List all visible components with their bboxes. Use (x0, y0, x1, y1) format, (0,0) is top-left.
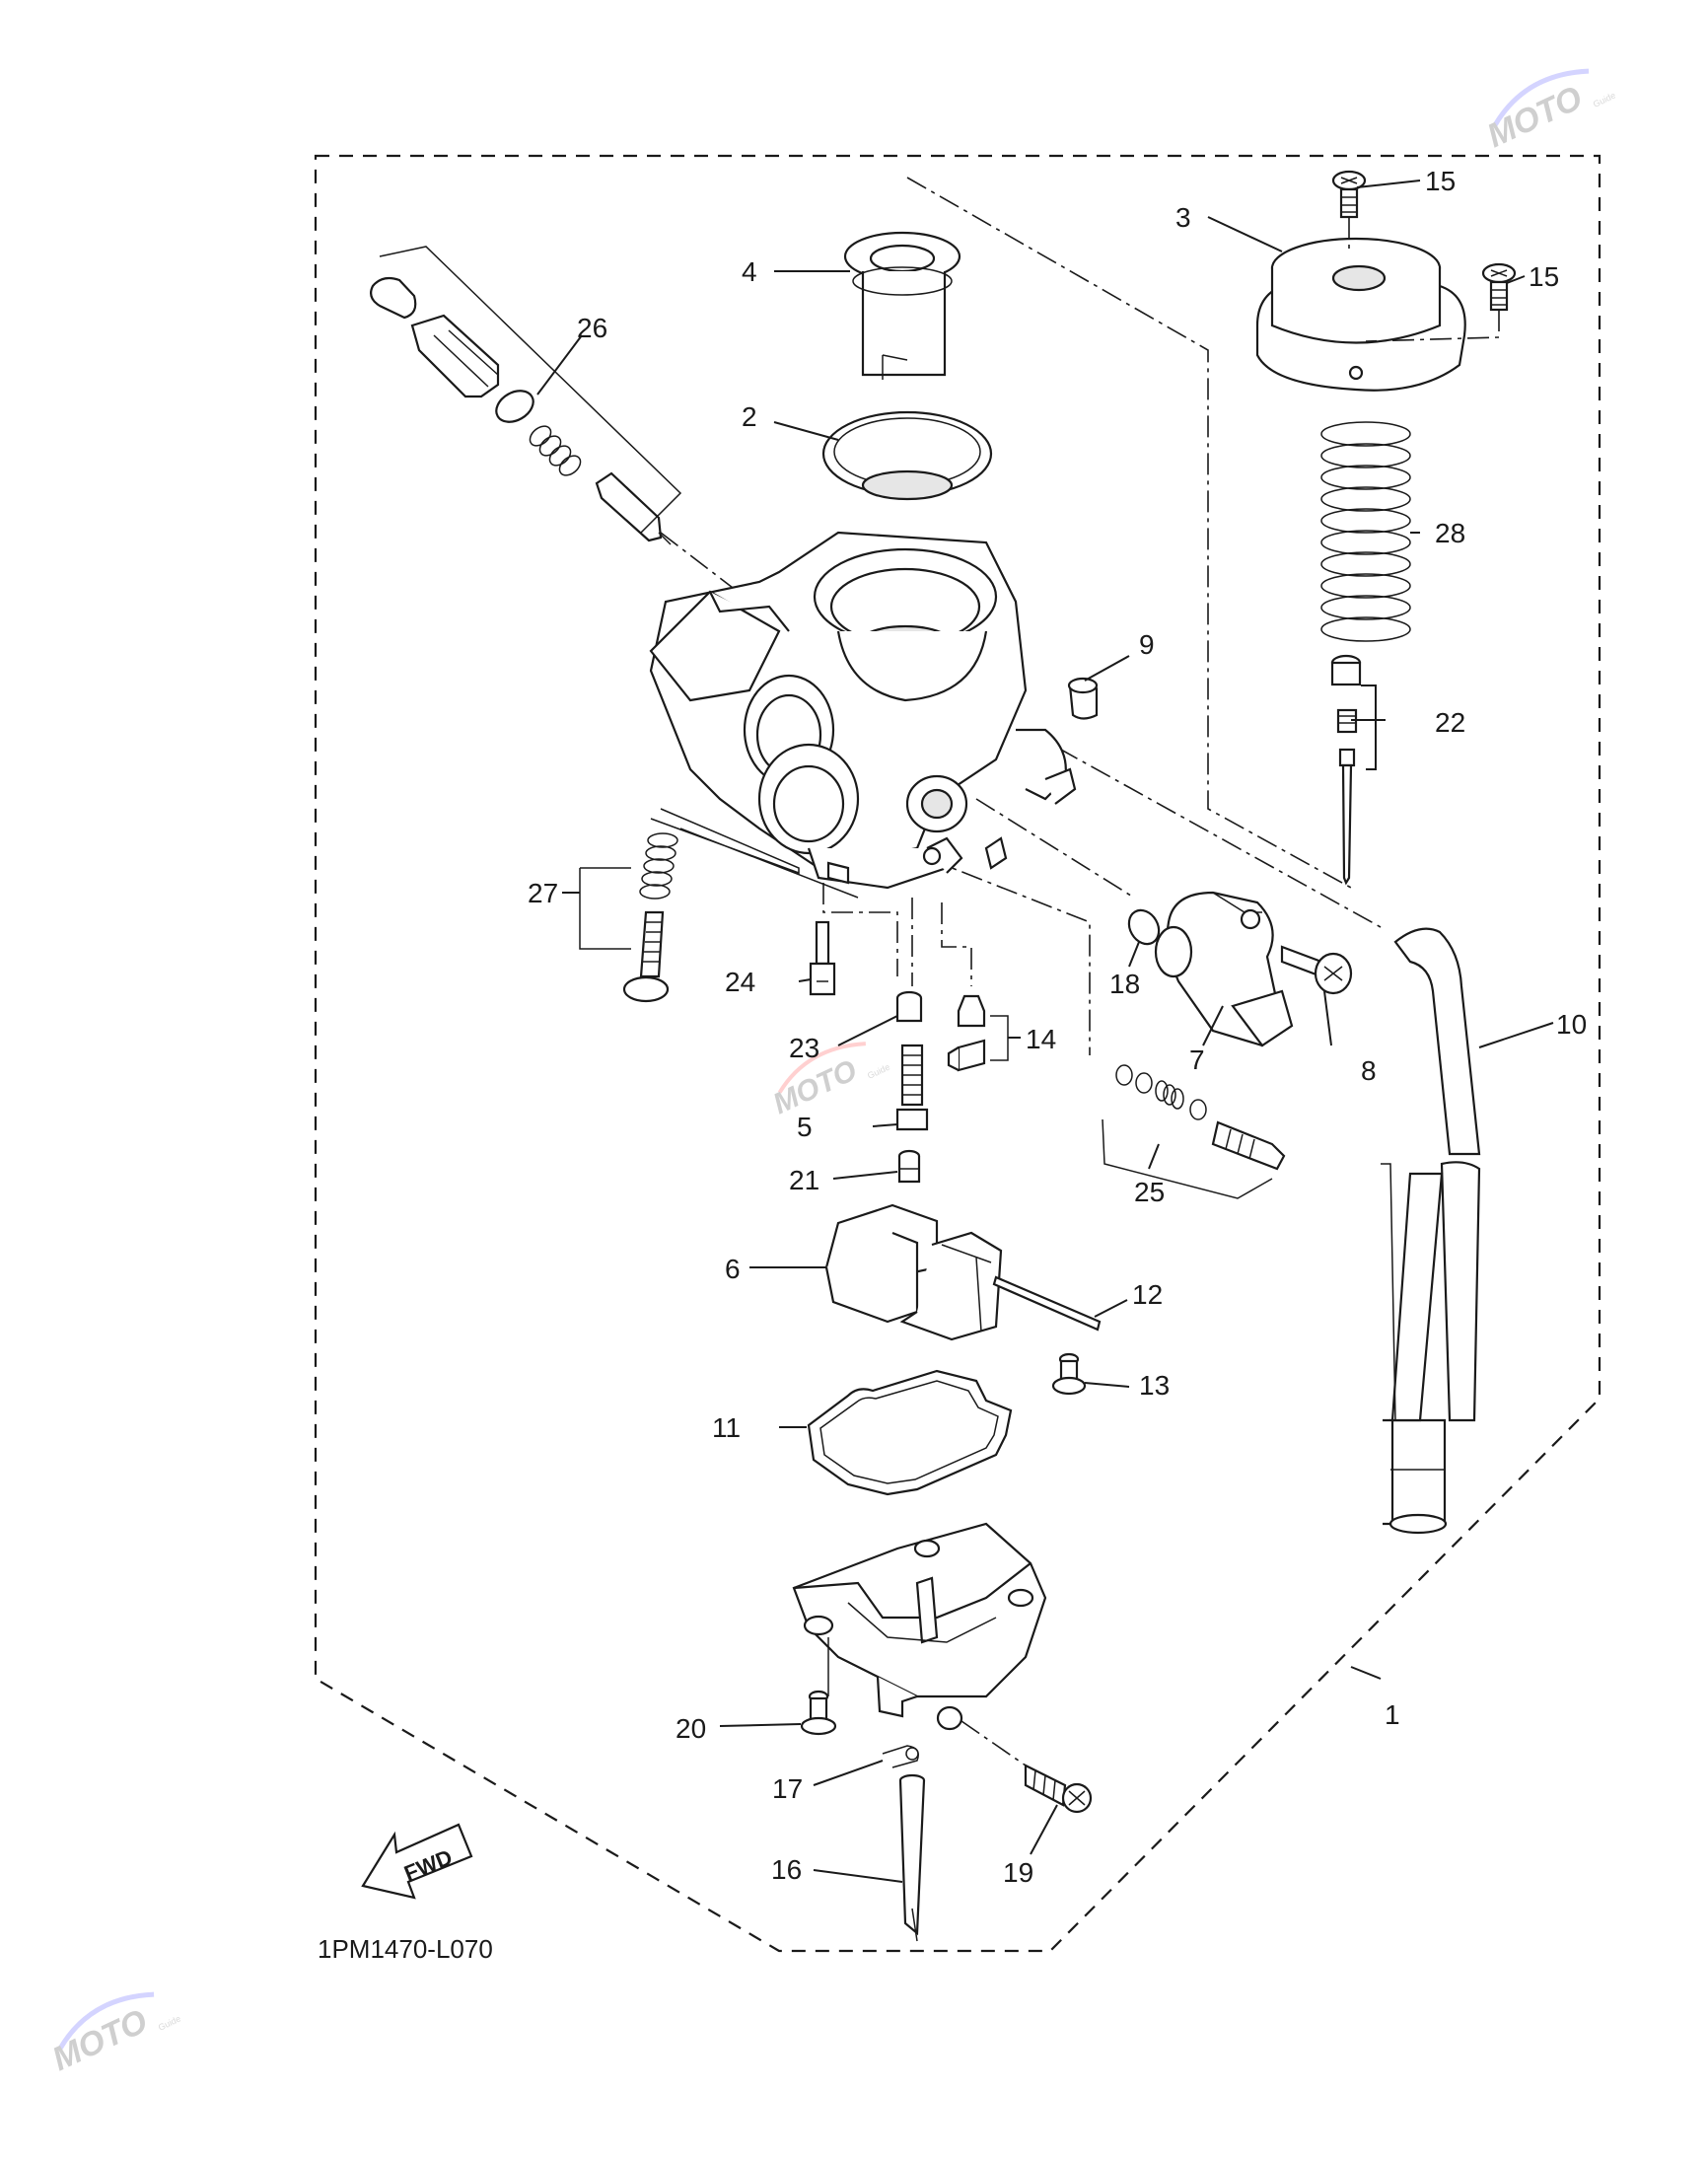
label-part-21: 21 (789, 1165, 819, 1195)
watermark-logo-top: MOTO Guide (1481, 68, 1617, 155)
alignment-line-24 (822, 883, 898, 976)
label-part-28: 28 (1435, 518, 1465, 548)
svg-text:MOTO: MOTO (768, 1054, 862, 1121)
carburetor-body (649, 531, 1077, 890)
label-part-1: 1 (1385, 1699, 1400, 1730)
svg-text:Guide: Guide (866, 1062, 891, 1081)
jet-needle-set (1330, 654, 1362, 886)
cap (1067, 677, 1099, 720)
starter-plunger-set (370, 246, 682, 545)
piston-valve (843, 231, 961, 380)
leader-lines (536, 180, 1554, 1883)
drain-hose (1381, 927, 1481, 1535)
svg-text:Guide: Guide (157, 2014, 182, 2033)
diaphragm (821, 410, 993, 501)
label-part-10: 10 (1556, 1009, 1587, 1040)
part-labels: 1 2 3 4 5 6 7 8 9 10 11 12 13 14 15 15 1… (528, 166, 1587, 1888)
label-part-13: 13 (1139, 1370, 1170, 1401)
label-part-5: 5 (797, 1112, 813, 1142)
label-part-26: 26 (577, 313, 607, 343)
alignment-line-7 (975, 798, 1135, 899)
label-part-27: 27 (528, 878, 558, 908)
pilot-screw-set (1102, 1064, 1286, 1199)
svg-text:MOTO: MOTO (46, 2002, 153, 2078)
label-part-8: 8 (1361, 1055, 1377, 1086)
float-pin (992, 1275, 1102, 1332)
hose-clip (882, 1745, 919, 1768)
label-part-17: 17 (772, 1773, 803, 1804)
throttle-spring (1320, 421, 1411, 642)
screw-side (1481, 262, 1517, 312)
label-part-11: 11 (712, 1412, 741, 1443)
label-part-24: 24 (725, 967, 755, 997)
overflow-tube (898, 1773, 926, 1942)
screw-alignment (1348, 217, 1500, 342)
starter-unit (1154, 891, 1294, 1047)
needle-jet-holder (895, 1044, 929, 1131)
label-part-6: 6 (725, 1254, 741, 1284)
float (824, 1203, 1003, 1341)
alignment-line-14 (941, 902, 972, 986)
drain-screw (1024, 1764, 1093, 1814)
pilot-jet-set (947, 994, 1009, 1072)
label-part-15-side: 15 (1529, 261, 1559, 292)
label-part-3: 3 (1175, 202, 1191, 233)
label-part-23: 23 (789, 1033, 819, 1063)
gasket-inner (819, 1380, 999, 1484)
throttle-stop-screw-set (579, 832, 678, 1003)
diagram-code: 1PM1470-L070 (318, 1934, 493, 1964)
label-part-12: 12 (1132, 1279, 1163, 1310)
alignment-line-27 (650, 808, 859, 899)
alignment-line-top (906, 177, 1352, 889)
float-chamber-gasket (807, 1369, 1013, 1496)
assembly-boundary (314, 154, 1601, 1953)
label-part-14: 14 (1026, 1024, 1056, 1054)
needle-jet (809, 920, 836, 996)
label-part-15-top: 15 (1425, 166, 1456, 196)
label-part-22: 22 (1435, 707, 1465, 738)
forward-direction-arrow: FWD (361, 1823, 473, 1900)
svg-text:Guide: Guide (1592, 91, 1617, 109)
label-part-19: 19 (1003, 1857, 1033, 1888)
o-ring (1127, 908, 1161, 946)
svg-text:MOTO: MOTO (1481, 79, 1588, 155)
top-cover (1255, 237, 1466, 392)
label-part-7: 7 (1189, 1045, 1205, 1075)
label-part-16: 16 (771, 1854, 802, 1885)
watermark-logo-bottom: MOTO Guide (46, 1991, 182, 2078)
drain-alignment (961, 1720, 1027, 1766)
mounting-screw (1280, 945, 1353, 995)
label-part-20: 20 (676, 1713, 706, 1744)
chamber-screw (800, 1690, 837, 1736)
label-part-25: 25 (1134, 1177, 1165, 1207)
main-jet-top (895, 990, 923, 1023)
label-part-4: 4 (742, 256, 757, 287)
watermark-logo-middle: MOTO Guide (768, 1042, 891, 1121)
float-chamber (792, 1522, 1047, 1731)
label-part-9: 9 (1139, 629, 1155, 660)
label-part-18: 18 (1109, 969, 1140, 999)
alignment-line-10 (1025, 729, 1382, 928)
label-part-2: 2 (742, 401, 757, 432)
screw-top (1331, 170, 1367, 219)
alignment-line-25 (926, 857, 1091, 1055)
main-jet (897, 1149, 921, 1184)
float-screw (1051, 1352, 1087, 1396)
